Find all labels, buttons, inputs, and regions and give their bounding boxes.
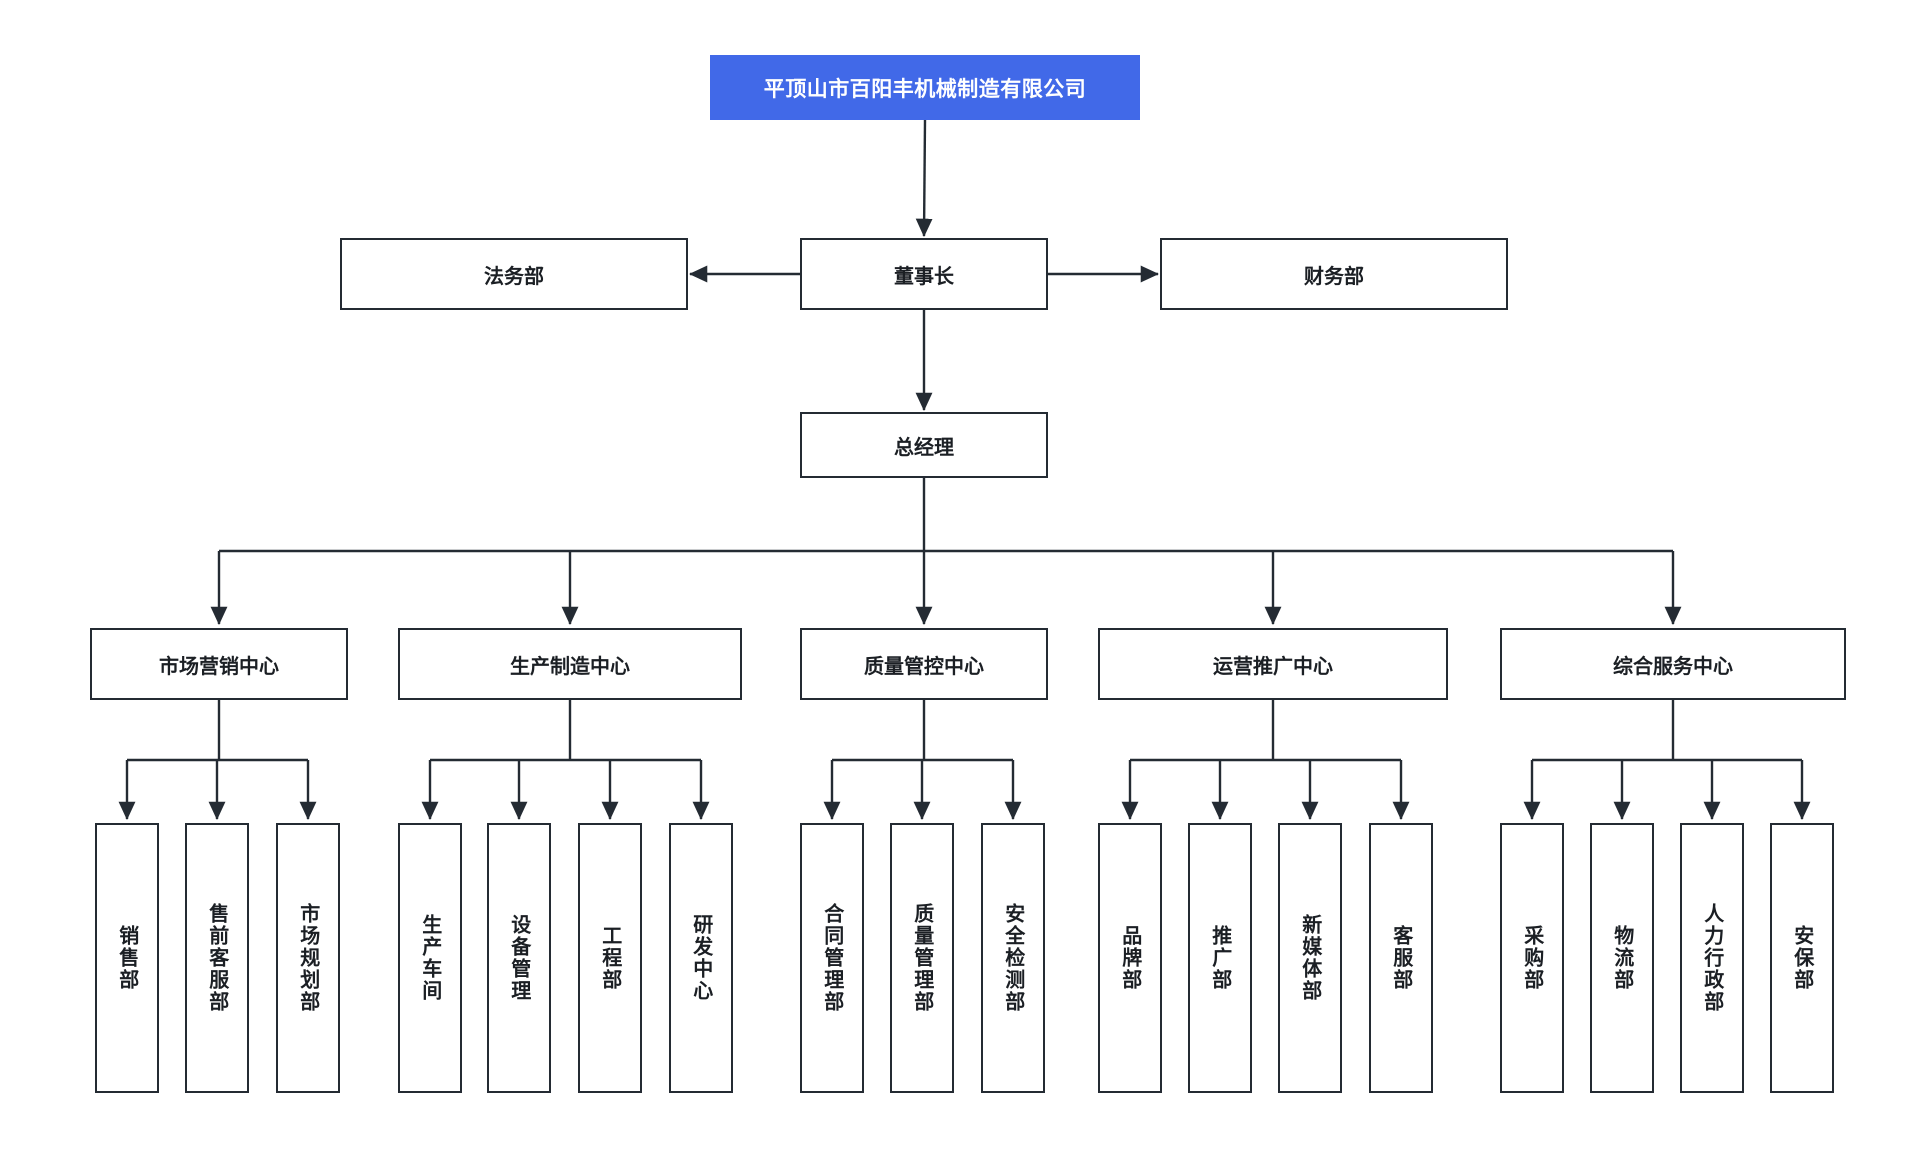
node-leaf-3-2[interactable]: 质量管理部	[890, 823, 954, 1093]
node-label: 客服部	[1389, 925, 1414, 991]
node-label: 质量管理部	[910, 903, 935, 1013]
node-label: 品牌部	[1118, 925, 1143, 991]
node-label: 研发中心	[689, 914, 714, 1002]
node-label: 安保部	[1790, 925, 1815, 991]
node-center-4[interactable]: 运营推广中心	[1098, 628, 1448, 700]
node-center-5[interactable]: 综合服务中心	[1500, 628, 1846, 700]
node-label: 推广部	[1208, 925, 1233, 991]
node-label: 新媒体部	[1298, 914, 1323, 1002]
node-leaf-5-3[interactable]: 人力行政部	[1680, 823, 1744, 1093]
node-label: 总经理	[894, 434, 954, 459]
node-label: 市场规划部	[296, 903, 321, 1013]
node-label: 法务部	[484, 263, 544, 288]
node-leaf-1-3[interactable]: 市场规划部	[276, 823, 340, 1093]
node-legal-department[interactable]: 法务部	[340, 238, 688, 310]
node-leaf-2-4[interactable]: 研发中心	[669, 823, 733, 1093]
node-leaf-5-2[interactable]: 物流部	[1590, 823, 1654, 1093]
node-company-root[interactable]: 平顶山市百阳丰机械制造有限公司	[710, 55, 1140, 120]
node-label: 设备管理	[507, 914, 532, 1002]
node-leaf-4-3[interactable]: 新媒体部	[1278, 823, 1342, 1093]
node-label: 安全检测部	[1001, 903, 1026, 1013]
node-label: 市场营销中心	[159, 653, 279, 678]
node-label: 生产制造中心	[510, 653, 630, 678]
node-label: 综合服务中心	[1613, 653, 1733, 678]
node-general-manager[interactable]: 总经理	[800, 412, 1048, 478]
node-label: 物流部	[1610, 925, 1635, 991]
node-center-2[interactable]: 生产制造中心	[398, 628, 742, 700]
node-chairman[interactable]: 董事长	[800, 238, 1048, 310]
node-leaf-2-3[interactable]: 工程部	[578, 823, 642, 1093]
node-label: 工程部	[598, 925, 623, 991]
node-label: 董事长	[894, 263, 954, 288]
node-leaf-2-2[interactable]: 设备管理	[487, 823, 551, 1093]
node-label: 采购部	[1520, 925, 1545, 991]
node-label: 生产车间	[418, 914, 443, 1002]
node-label: 销售部	[115, 925, 140, 991]
node-leaf-3-3[interactable]: 安全检测部	[981, 823, 1045, 1093]
node-center-3[interactable]: 质量管控中心	[800, 628, 1048, 700]
node-leaf-1-1[interactable]: 销售部	[95, 823, 159, 1093]
node-label: 财务部	[1304, 263, 1364, 288]
node-leaf-4-2[interactable]: 推广部	[1188, 823, 1252, 1093]
node-label: 质量管控中心	[864, 653, 984, 678]
node-finance-department[interactable]: 财务部	[1160, 238, 1508, 310]
node-label: 平顶山市百阳丰机械制造有限公司	[763, 76, 1087, 101]
node-leaf-4-4[interactable]: 客服部	[1369, 823, 1433, 1093]
node-label: 售前客服部	[205, 903, 230, 1013]
node-leaf-2-1[interactable]: 生产车间	[398, 823, 462, 1093]
node-leaf-5-4[interactable]: 安保部	[1770, 823, 1834, 1093]
node-leaf-5-1[interactable]: 采购部	[1500, 823, 1564, 1093]
node-label: 人力行政部	[1700, 903, 1725, 1013]
node-center-1[interactable]: 市场营销中心	[90, 628, 348, 700]
node-label: 合同管理部	[820, 903, 845, 1013]
node-leaf-1-2[interactable]: 售前客服部	[185, 823, 249, 1093]
node-label: 运营推广中心	[1213, 653, 1333, 678]
node-leaf-4-1[interactable]: 品牌部	[1098, 823, 1162, 1093]
node-leaf-3-1[interactable]: 合同管理部	[800, 823, 864, 1093]
